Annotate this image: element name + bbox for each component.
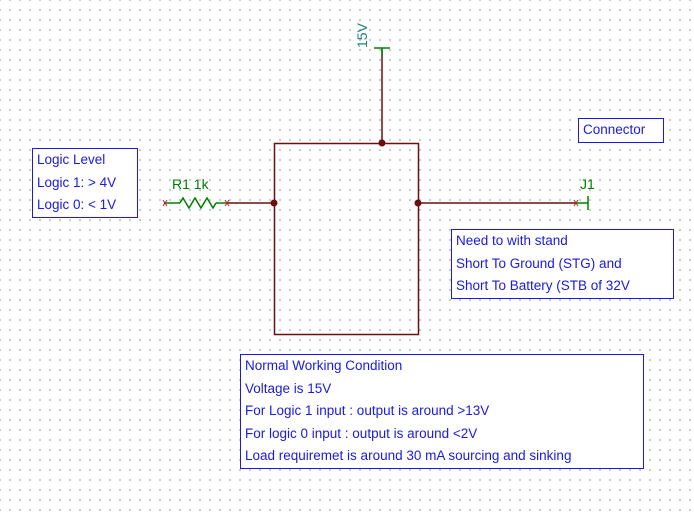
circuit-block[interactable] (273, 142, 420, 336)
note-line: Logic Level (37, 152, 106, 167)
power-rail-icon[interactable] (374, 47, 390, 56)
note-line: Short To Battery (STB of 32V (456, 278, 630, 293)
junction-dot (378, 139, 386, 147)
connector-note[interactable]: Connector (578, 118, 664, 143)
working-condition-note[interactable]: Normal Working Condition Voltage is 15V … (240, 354, 644, 469)
resistor-label: R1 1k (172, 176, 209, 192)
note-line: Need to with stand (456, 233, 568, 248)
note-line: Logic 0: < 1V (37, 197, 117, 212)
note-line: For Logic 1 input : output is around >13… (245, 403, 490, 418)
connector-label: J1 (580, 176, 595, 192)
power-label: 15V (354, 23, 370, 48)
junction-dot (414, 199, 422, 207)
junction-dot (270, 199, 278, 207)
note-line: Voltage is 15V (245, 380, 332, 396)
resistor-icon[interactable] (162, 196, 230, 210)
note-line: Logic 1: > 4V (37, 174, 117, 190)
note-line: Short To Ground (STG) and (456, 255, 622, 271)
withstand-note[interactable]: Need to with stand Short To Ground (STG)… (451, 229, 674, 299)
logic-level-note[interactable]: Logic Level Logic 1: > 4V Logic 0: < 1V (32, 148, 138, 218)
note-line: Connector (583, 122, 646, 137)
note-line: For logic 0 input : output is around <2V (245, 425, 478, 441)
note-line: Normal Working Condition (245, 358, 403, 373)
note-line: Load requiremet is around 30 mA sourcing… (245, 448, 572, 463)
connector-pin-icon[interactable] (573, 196, 589, 210)
